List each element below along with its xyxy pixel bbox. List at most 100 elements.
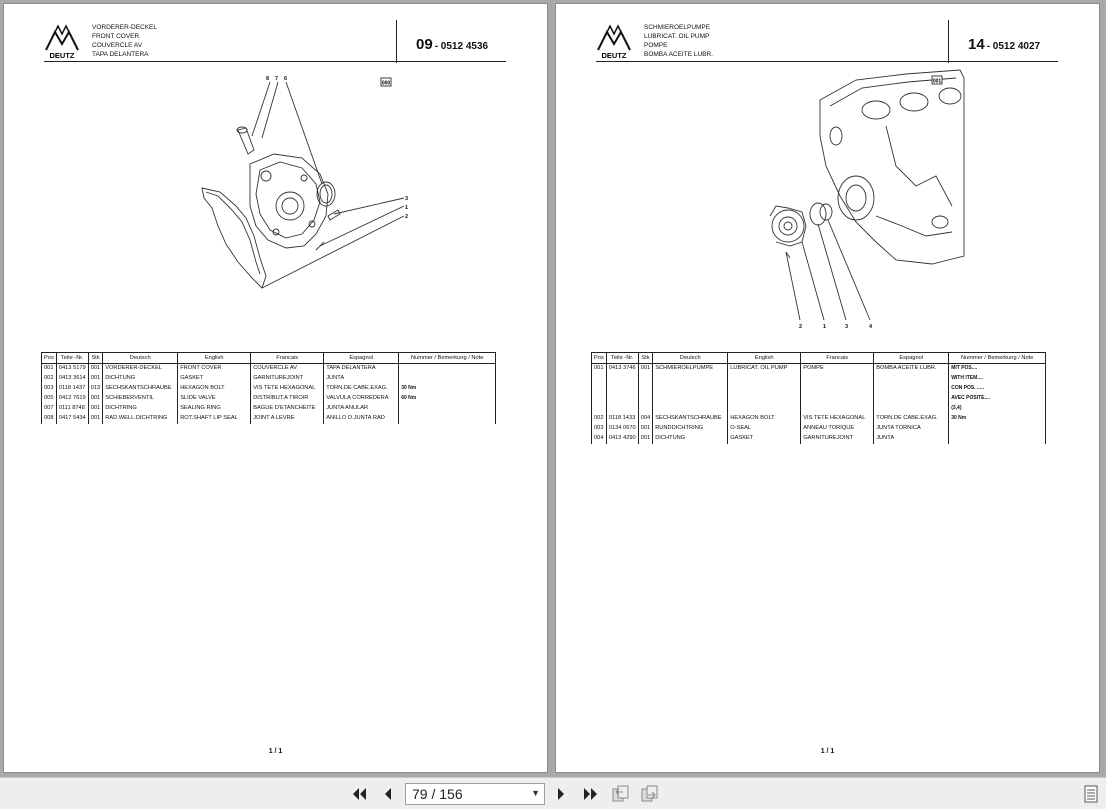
column-header: Teile -Nr. [55, 352, 89, 364]
table-cell [800, 394, 874, 404]
table-cell: 001 [637, 434, 653, 444]
table-cell [948, 424, 1047, 434]
table-cell: VIS TETE HEXAGONAL [800, 414, 874, 424]
document-menu-button[interactable] [1080, 784, 1102, 804]
first-page-icon [353, 788, 366, 800]
table-cell: 002 [591, 414, 607, 424]
table-cell: 001 [87, 374, 103, 384]
table-cell: RUNDDICHTRING [652, 424, 728, 434]
part-number: 09- 0512 4536 [416, 36, 488, 53]
table-cell [652, 384, 728, 394]
table-cell [591, 374, 607, 384]
export-icon [641, 785, 658, 802]
column-header: Nummer / Bemerkung / Note [398, 352, 497, 364]
callout-label: 4 [869, 324, 873, 330]
page-counter: 1 / 1 [268, 748, 283, 755]
table-cell [591, 384, 607, 394]
last-page-icon [584, 788, 597, 800]
table-cell: 0412 7619 [55, 394, 89, 404]
table-cell: ANILLO D.JUNTA RAD [323, 414, 399, 424]
table-cell [398, 414, 497, 424]
header-rule [596, 61, 1058, 62]
table-cell: TORN.DE CABE.EXAG. [873, 414, 949, 424]
table-cell: 0413 4290 [605, 434, 639, 444]
deutz-logo: DEUTZ [44, 24, 80, 60]
callout-label: 1 [823, 324, 826, 330]
next-page-button[interactable] [550, 784, 572, 804]
table-cell [591, 404, 607, 414]
table-cell: 0134 0670 [605, 424, 639, 434]
table-cell [591, 394, 607, 404]
previous-page-button[interactable] [377, 784, 399, 804]
table-row: AVEC POSITE.... [591, 394, 1047, 404]
copy-page-button[interactable] [610, 784, 632, 804]
table-cell: LUBRICAT. OIL PUMP [727, 363, 801, 374]
table-cell: 0413 3746 [605, 363, 639, 374]
export-page-button[interactable] [639, 784, 661, 804]
chevron-down-icon: ▼ [531, 788, 540, 798]
reference-box: 000 [382, 81, 391, 87]
table-cell [800, 384, 874, 394]
table-row: WITH ITEM.... [591, 374, 1047, 384]
title-line: LUBRICAT. OIL PUMP [644, 33, 710, 40]
table-cell: WITH ITEM.... [948, 374, 1047, 384]
table-cell: SECHSKANTSCHRAUBE [652, 414, 728, 424]
table-cell: 0413 5179 [55, 363, 89, 374]
page-title: VORDERER-DECKEL FRONT COVER COUVERCLE AV… [92, 23, 157, 59]
document-page-right: DEUTZ SCHMIEROELPUMPE LUBRICAT. OIL PUMP… [555, 3, 1100, 773]
table-cell: TORN.DE CABE.EXAG. [323, 384, 399, 394]
callout-label: 6 [284, 76, 287, 82]
table-cell: 005 [41, 394, 57, 404]
parts-table: Pos Teile -Nr. Stk Deutsch English Franc… [41, 352, 497, 424]
last-page-button[interactable] [580, 784, 602, 804]
table-cell: 001 [87, 363, 103, 374]
page-number-select[interactable]: 79 / 156 ▼ [405, 783, 545, 805]
reference-box: 001 [933, 79, 942, 85]
copy-icon [612, 785, 629, 802]
table-cell: 001 [591, 363, 607, 374]
table-cell: MIT POS.... [948, 363, 1047, 374]
table-cell: GASKET [177, 374, 251, 384]
table-cell: GARNITUREJOINT [800, 434, 874, 444]
table-cell [652, 374, 728, 384]
table-cell [398, 363, 497, 374]
callout-label: 3 [845, 324, 848, 330]
table-cell: 30 Nm [948, 414, 1047, 424]
table-cell: 0111 8748 [55, 404, 89, 414]
table-cell: JUNTA [323, 374, 399, 384]
deutz-logo: DEUTZ [596, 24, 632, 60]
table-cell: 001 [87, 414, 103, 424]
logo-text: DEUTZ [602, 51, 627, 60]
table-cell: VORDERER-DECKEL [102, 363, 178, 374]
table-cell: DICHTUNG [652, 434, 728, 444]
table-cell: (3,4) [948, 404, 1047, 414]
table-cell [727, 374, 801, 384]
callout-label: 1 [405, 205, 408, 211]
table-cell: 013 [87, 384, 103, 394]
first-page-button[interactable] [348, 784, 370, 804]
table-cell: JUNTA ANULAR [323, 404, 399, 414]
table-cell: AVEC POSITE.... [948, 394, 1047, 404]
table-cell: 001 [637, 363, 653, 374]
table-cell: BOMBA ACEITE LUBR. [873, 363, 949, 374]
group-number: 09 [416, 36, 433, 53]
table-cell [948, 434, 1047, 444]
table-cell: COUVERCLE AV [250, 363, 324, 374]
exploded-diagram-oil-pump: 001 2 1 3 4 [769, 69, 965, 330]
table-cell [605, 384, 639, 394]
table-cell: HEXAGON BOLT [727, 414, 801, 424]
table-cell [873, 374, 949, 384]
table-cell: 001 [41, 363, 57, 374]
column-header: Pos [41, 352, 57, 364]
column-header: English [177, 352, 251, 364]
document-page-left: DEUTZ VORDERER-DECKEL FRONT COVER COUVER… [3, 3, 548, 773]
table-row: CON POS. ..... [591, 384, 1047, 394]
table-cell [605, 374, 639, 384]
group-number: 14 [968, 36, 985, 53]
table-cell [652, 404, 728, 414]
table-cell: 0417 5434 [55, 414, 89, 424]
